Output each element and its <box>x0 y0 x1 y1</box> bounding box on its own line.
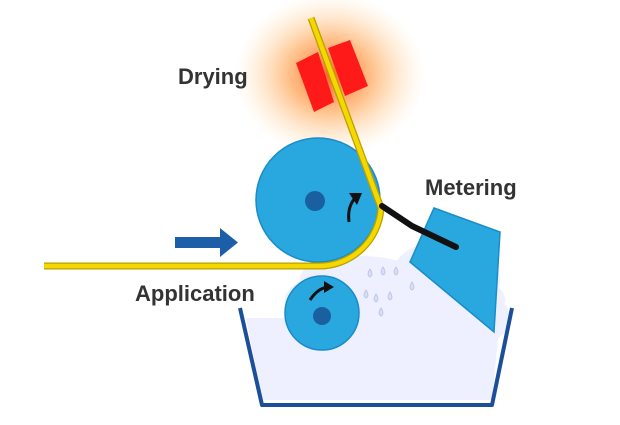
heater-icon <box>296 40 368 112</box>
rotation-arrow-icon <box>347 193 362 223</box>
metering-blade <box>379 203 459 250</box>
application-roller-hub <box>313 307 331 325</box>
drying-label: Drying <box>178 64 248 89</box>
main-roller-hub <box>305 191 325 211</box>
substrate-web-fill <box>44 17 384 269</box>
direction-arrow-icon <box>175 228 238 257</box>
coating-trough <box>238 307 514 407</box>
metering-label: Metering <box>425 175 517 200</box>
application-label: Application <box>135 281 255 306</box>
trough-liquid <box>246 318 500 400</box>
droplet-icon <box>363 266 415 317</box>
rotation-arrow-icon <box>308 281 334 301</box>
